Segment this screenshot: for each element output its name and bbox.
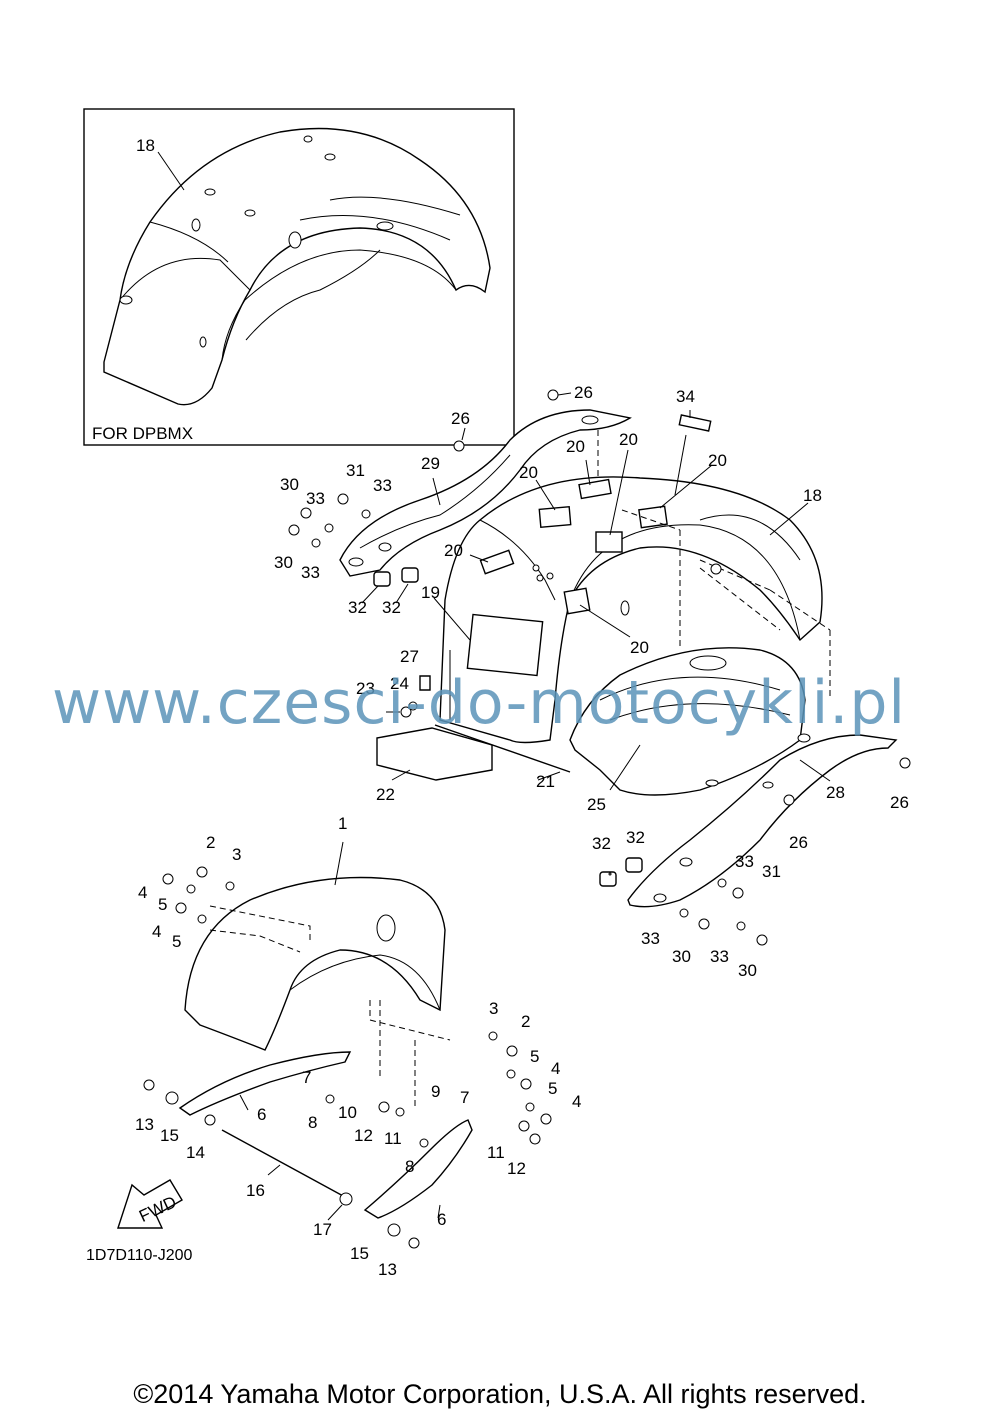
- svg-text:9: 9: [431, 1082, 440, 1101]
- svg-text:22: 22: [376, 785, 395, 804]
- svg-text:11: 11: [384, 1129, 402, 1148]
- svg-text:32: 32: [626, 828, 645, 847]
- plate-25: [569, 647, 811, 796]
- svg-text:26: 26: [574, 383, 593, 402]
- svg-text:33: 33: [301, 563, 320, 582]
- svg-text:2: 2: [521, 1012, 530, 1031]
- svg-text:26: 26: [789, 833, 808, 852]
- svg-text:30: 30: [274, 553, 293, 572]
- svg-text:12: 12: [354, 1126, 373, 1145]
- svg-text:30: 30: [280, 475, 299, 494]
- rear-fender-18: [439, 476, 823, 744]
- svg-text:14: 14: [186, 1143, 205, 1162]
- svg-text:30: 30: [738, 961, 757, 980]
- svg-text:19: 19: [421, 583, 440, 602]
- svg-text:20: 20: [566, 437, 585, 456]
- inset-frame: [83, 108, 515, 446]
- svg-text:20: 20: [619, 430, 638, 449]
- rod-21: [434, 724, 571, 773]
- reflector-22: [376, 727, 493, 781]
- svg-text:33: 33: [735, 852, 754, 871]
- svg-text:28: 28: [826, 783, 845, 802]
- svg-text:4: 4: [572, 1092, 581, 1111]
- svg-text:30: 30: [672, 947, 691, 966]
- copyright: ©2014 Yamaha Motor Corporation, U.S.A. A…: [133, 1379, 867, 1409]
- svg-text:32: 32: [348, 598, 367, 617]
- svg-text:29: 29: [421, 454, 440, 473]
- svg-text:15: 15: [350, 1244, 369, 1263]
- collar-32a: [373, 571, 391, 587]
- inset-fender-18: [103, 127, 491, 406]
- watermark: www.czesci-do-motocykli.pl: [52, 668, 907, 738]
- svg-text:16: 16: [246, 1181, 265, 1200]
- svg-text:20: 20: [708, 451, 727, 470]
- svg-text:5: 5: [172, 932, 181, 951]
- svg-text:2: 2: [206, 833, 215, 852]
- svg-text:12: 12: [507, 1159, 526, 1178]
- diagram-code: 1D7D110-J200: [86, 1247, 193, 1264]
- svg-text:33: 33: [710, 947, 729, 966]
- stay-6a: [178, 1051, 352, 1116]
- label-34: [678, 414, 712, 432]
- svg-text:18: 18: [136, 136, 155, 155]
- collar-32b: [401, 567, 419, 583]
- svg-text:3: 3: [232, 845, 241, 864]
- svg-text:15: 15: [160, 1126, 179, 1145]
- collar-32c: [599, 871, 617, 887]
- svg-text:27: 27: [400, 647, 419, 666]
- svg-text:6: 6: [257, 1105, 266, 1124]
- svg-text:18: 18: [803, 486, 822, 505]
- svg-text:20: 20: [630, 638, 649, 657]
- svg-text:25: 25: [587, 795, 606, 814]
- svg-text:5: 5: [548, 1079, 557, 1098]
- svg-text:20: 20: [519, 463, 538, 482]
- svg-text:32: 32: [382, 598, 401, 617]
- svg-text:26: 26: [451, 409, 470, 428]
- svg-text:4: 4: [551, 1059, 560, 1078]
- svg-text:31: 31: [762, 862, 781, 881]
- inset-label: FOR DPBMX: [92, 424, 194, 443]
- svg-text:5: 5: [530, 1047, 539, 1066]
- svg-text:3: 3: [489, 999, 498, 1018]
- svg-text:4: 4: [152, 922, 161, 941]
- fwd-arrow: FWD: [117, 1179, 183, 1229]
- clip-27: [419, 675, 431, 691]
- svg-text:33: 33: [306, 489, 325, 508]
- svg-text:26: 26: [890, 793, 909, 812]
- svg-text:4: 4: [138, 883, 147, 902]
- svg-text:23: 23: [356, 679, 375, 698]
- svg-text:33: 33: [641, 929, 660, 948]
- svg-text:17: 17: [313, 1220, 332, 1239]
- svg-text:20: 20: [444, 541, 463, 560]
- svg-text:8: 8: [308, 1113, 317, 1132]
- svg-text:6: 6: [437, 1210, 446, 1229]
- leader-lines: [239, 392, 831, 1221]
- collar-32d: [625, 857, 643, 873]
- svg-text:11: 11: [487, 1143, 505, 1162]
- svg-text:8: 8: [405, 1157, 414, 1176]
- stay-28: [627, 734, 898, 908]
- svg-text:33: 33: [373, 476, 392, 495]
- svg-text:21: 21: [536, 772, 555, 791]
- fasteners: [143, 389, 911, 1249]
- svg-text:7: 7: [460, 1088, 469, 1107]
- svg-text:5: 5: [158, 895, 167, 914]
- stay-29: [339, 409, 632, 577]
- svg-text:1: 1: [338, 814, 347, 833]
- svg-text:34: 34: [676, 387, 695, 406]
- svg-text:32: 32: [592, 834, 611, 853]
- svg-text:24: 24: [390, 674, 409, 693]
- svg-text:31: 31: [346, 461, 365, 480]
- front-fender-1: [184, 876, 451, 1110]
- svg-text:10: 10: [338, 1103, 357, 1122]
- svg-text:13: 13: [378, 1260, 397, 1279]
- axle-16: [221, 1129, 346, 1198]
- svg-text:7: 7: [302, 1068, 311, 1087]
- stay-6b: [363, 1119, 473, 1219]
- svg-text:13: 13: [135, 1115, 154, 1134]
- callout-numbers: 18 26 34 26 20 20 20 20 31 29 30 33 33 1…: [135, 136, 909, 1279]
